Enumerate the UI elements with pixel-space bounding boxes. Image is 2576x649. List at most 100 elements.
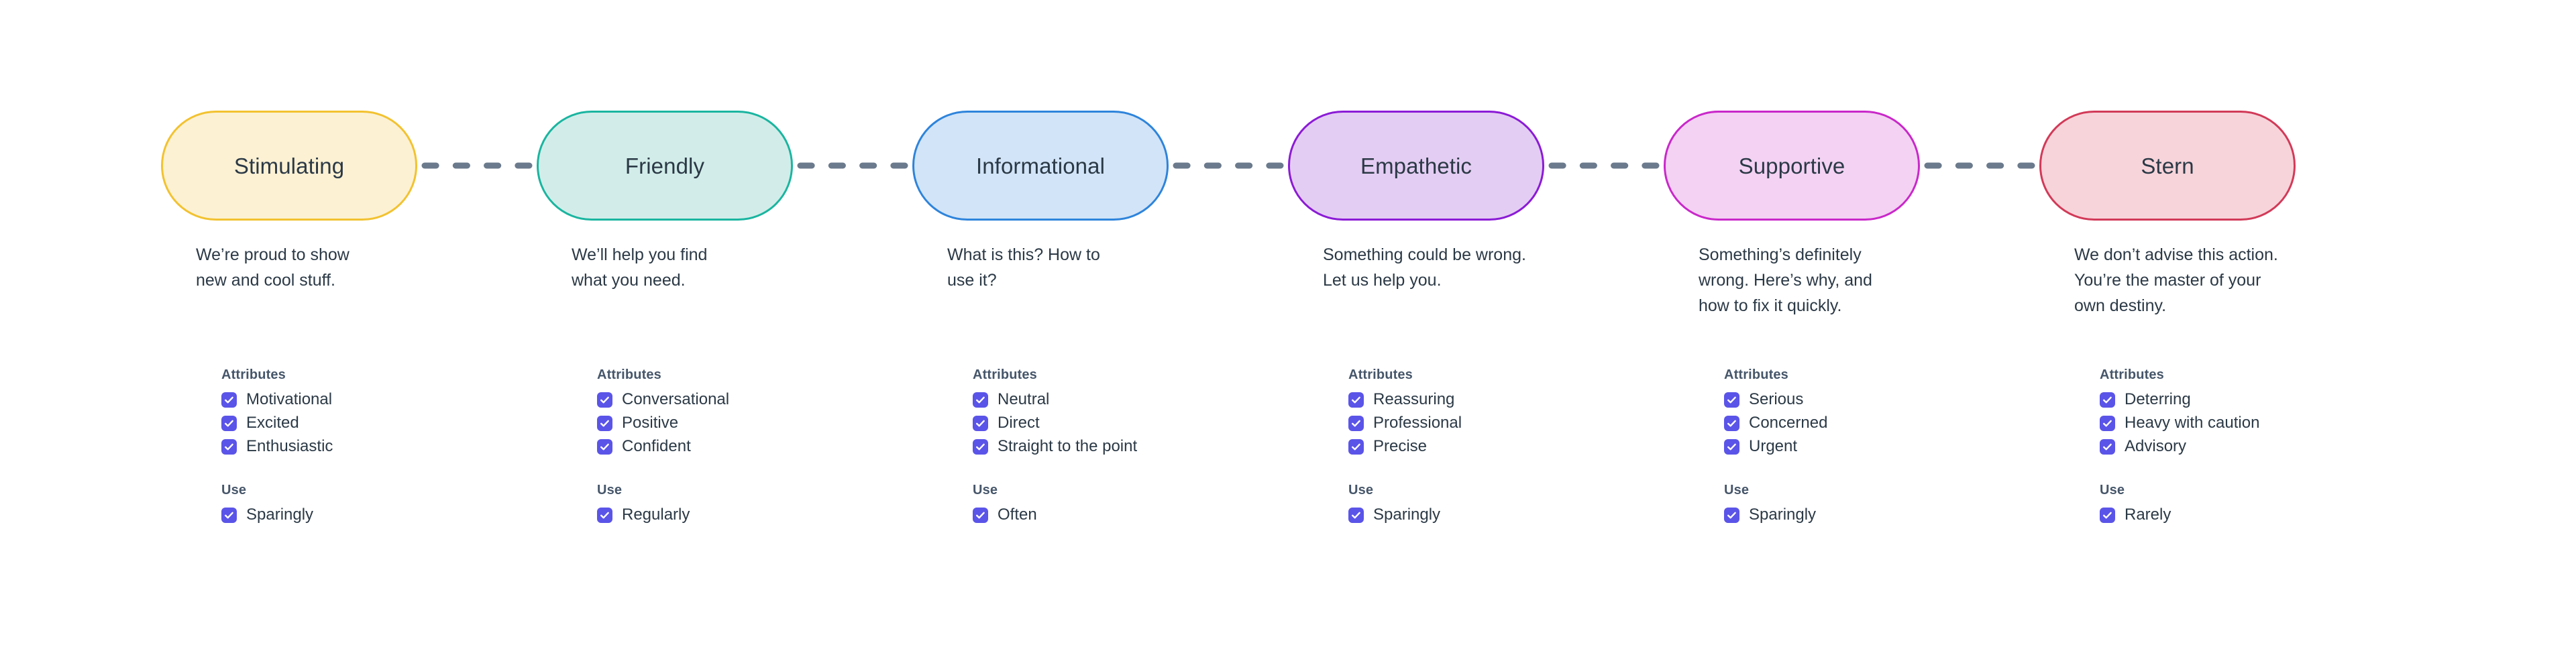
use-group-title: Use <box>2100 483 2125 497</box>
use-checkbox-row[interactable]: Sparingly <box>1724 504 2033 526</box>
attributes-checkbox-label: Deterring <box>2125 390 2191 408</box>
attributes-checkbox-label: Positive <box>622 414 679 432</box>
tone-description-line: own destiny. <box>2074 296 2167 315</box>
attributes-checkbox-row[interactable]: Advisory <box>2100 436 2408 457</box>
use-checkbox-row[interactable]: Rarely <box>2100 504 2408 526</box>
tone-pill-empathetic[interactable]: Empathetic <box>1288 111 1544 221</box>
use-checkbox-label: Sparingly <box>1373 506 1441 524</box>
attributes-checkbox-label: Advisory <box>2125 437 2187 455</box>
attributes-group-title: Attributes <box>2100 367 2164 382</box>
attributes-checkbox-row[interactable]: Urgent <box>1724 436 2033 457</box>
attributes-checkbox-row[interactable]: Concerned <box>1724 412 2033 434</box>
tone-pill-label: Stimulating <box>233 153 345 178</box>
use-checkbox-row[interactable]: Often <box>973 504 1281 526</box>
use-checkbox-label: Sparingly <box>246 506 314 524</box>
checkbox-checked-icon[interactable] <box>1348 415 1364 431</box>
checkbox-checked-icon[interactable] <box>597 392 612 408</box>
checkbox-checked-icon[interactable] <box>2100 438 2115 455</box>
tone-pill-stern[interactable]: Stern <box>2039 111 2296 221</box>
attributes-checkbox-label: Straight to the point <box>998 437 1138 455</box>
checkbox-checked-icon[interactable] <box>1724 392 1739 408</box>
use-group-title: Use <box>973 483 998 497</box>
checkbox-checked-icon[interactable] <box>1724 415 1739 431</box>
use-checkbox-row[interactable]: Sparingly <box>221 504 530 526</box>
attributes-checkbox-row[interactable]: Deterring <box>2100 389 2408 410</box>
attributes-checkbox-row[interactable]: Motivational <box>221 389 530 410</box>
tone-pill-informational[interactable]: Informational <box>912 111 1169 221</box>
checkbox-checked-icon[interactable] <box>597 507 612 523</box>
checkbox-checked-icon[interactable] <box>221 507 237 523</box>
use-checkbox-row[interactable]: Sparingly <box>1348 504 1657 526</box>
attributes-checkbox-row[interactable]: Straight to the point <box>973 436 1281 457</box>
tone-pill-label: Friendly <box>625 153 705 178</box>
attributes-group-title: Attributes <box>1724 367 1788 382</box>
tone-description-line: What is this? How to <box>947 245 1100 264</box>
checkbox-checked-icon[interactable] <box>1724 507 1739 523</box>
tone-pill-stimulating[interactable]: Stimulating <box>161 111 417 221</box>
attributes-checkbox-row[interactable]: Neutral <box>973 389 1281 410</box>
attributes-checkbox-label: Professional <box>1373 414 1462 432</box>
attributes-checkbox-label: Precise <box>1373 437 1428 455</box>
attributes-checkbox-row[interactable]: Professional <box>1348 412 1657 434</box>
attributes-group-title: Attributes <box>597 367 661 382</box>
tone-description-line: Something could be wrong. <box>1323 245 1526 264</box>
tone-pill-friendly[interactable]: Friendly <box>537 111 793 221</box>
checkbox-checked-icon[interactable] <box>221 392 237 408</box>
attributes-checkbox-row[interactable]: Direct <box>973 412 1281 434</box>
tone-pill-supportive[interactable]: Supportive <box>1664 111 1920 221</box>
tone-description-line: new and cool stuff. <box>196 271 336 290</box>
checkbox-checked-icon[interactable] <box>1348 392 1364 408</box>
checkbox-checked-icon[interactable] <box>597 415 612 431</box>
attributes-checkbox-label: Urgent <box>1749 437 1798 455</box>
tone-pill-label: Empathetic <box>1360 153 1472 178</box>
checkbox-checked-icon[interactable] <box>2100 507 2115 523</box>
checkbox-checked-icon[interactable] <box>973 392 988 408</box>
checkbox-checked-icon[interactable] <box>1348 438 1364 455</box>
attributes-checkbox-row[interactable]: Enthusiastic <box>221 436 530 457</box>
attributes-checkbox-row[interactable]: Precise <box>1348 436 1657 457</box>
checkbox-checked-icon[interactable] <box>973 438 988 455</box>
attributes-checkbox-row[interactable]: Heavy with caution <box>2100 412 2408 434</box>
attributes-checkbox-row[interactable]: Conversational <box>597 389 906 410</box>
attributes-checkbox-row[interactable]: Reassuring <box>1348 389 1657 410</box>
use-group-title: Use <box>597 483 623 497</box>
use-checkbox-label: Often <box>998 506 1037 524</box>
tone-description: What is this? How to use it? <box>947 242 1169 293</box>
checkbox-checked-icon[interactable] <box>973 507 988 523</box>
checkbox-checked-icon[interactable] <box>1724 438 1739 455</box>
use-checkbox-row[interactable]: Regularly <box>597 504 906 526</box>
checkbox-checked-icon[interactable] <box>1348 507 1364 523</box>
use-checkbox-label: Sparingly <box>1749 506 1817 524</box>
checkbox-checked-icon[interactable] <box>221 438 237 455</box>
attributes-checkbox-row[interactable]: Excited <box>221 412 530 434</box>
tone-description-line: We don’t advise this action. <box>2074 245 2278 264</box>
checkbox-checked-icon[interactable] <box>973 415 988 431</box>
checkbox-checked-icon[interactable] <box>2100 392 2115 408</box>
checkbox-checked-icon[interactable] <box>221 415 237 431</box>
tone-pill-label: Supportive <box>1738 153 1845 178</box>
attributes-checkbox-row[interactable]: Serious <box>1724 389 2033 410</box>
tone-description-line: Let us help you. <box>1323 271 1442 290</box>
use-group-title: Use <box>1348 483 1374 497</box>
attributes-checkbox-row[interactable]: Positive <box>597 412 906 434</box>
checkbox-checked-icon[interactable] <box>597 438 612 455</box>
tone-description-line: use it? <box>947 271 997 290</box>
checkbox-checked-icon[interactable] <box>2100 415 2115 431</box>
attributes-checkbox-row[interactable]: Confident <box>597 436 906 457</box>
